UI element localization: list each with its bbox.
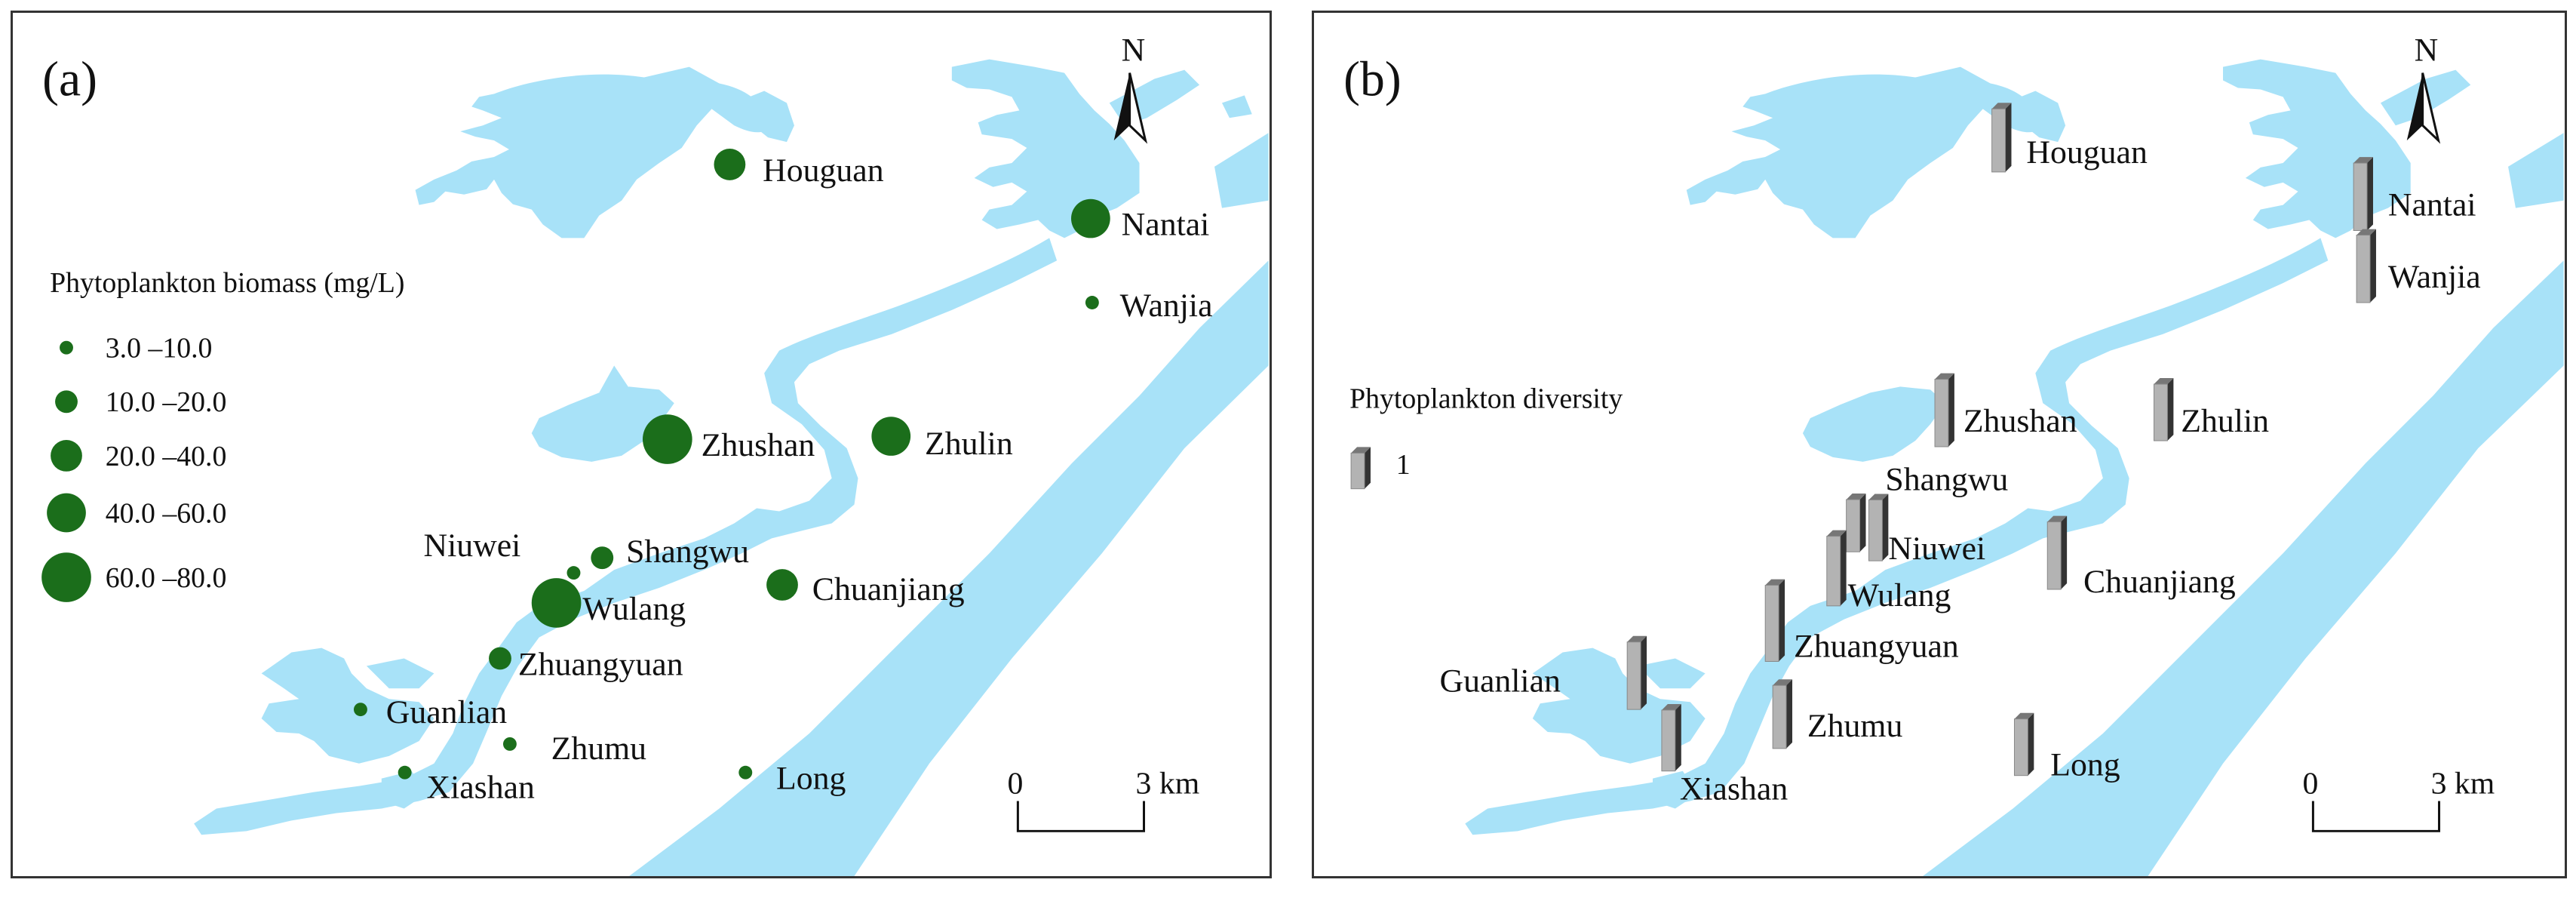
site-label: Long xyxy=(776,761,846,797)
site-bar[interactable] xyxy=(2046,515,2068,590)
site-bar[interactable] xyxy=(2013,712,2034,777)
site-bar[interactable] xyxy=(1626,635,1647,710)
scale-end: 3 km xyxy=(2431,767,2495,801)
site-marker[interactable] xyxy=(566,566,581,580)
site-label: Long xyxy=(2050,747,2120,783)
site-bar[interactable] xyxy=(1934,373,1954,447)
site-label: Houguan xyxy=(763,152,884,189)
scale-end: 3 km xyxy=(1136,767,1200,801)
site-label: Nantai xyxy=(2388,187,2476,223)
legend-unit-value: 1 xyxy=(1396,449,1411,481)
site-label: Xiashan xyxy=(426,770,535,806)
site-marker[interactable] xyxy=(1071,198,1110,238)
site-bar[interactable] xyxy=(1846,494,1866,552)
legend-title: Phytoplankton biomass (mg/L) xyxy=(50,267,404,299)
water-bodies xyxy=(1465,59,2564,876)
scale-bar: 0 3 km xyxy=(2302,767,2495,832)
north-arrow-icon: N xyxy=(2406,32,2441,144)
site-bar[interactable] xyxy=(2356,229,2376,303)
site-marker[interactable] xyxy=(489,647,511,670)
site-marker[interactable] xyxy=(398,765,412,780)
site-label: Zhuangyuan xyxy=(518,646,683,682)
site-marker[interactable] xyxy=(531,578,582,628)
site-label: Chuanjiang xyxy=(812,571,965,607)
north-arrow-icon: N xyxy=(1113,32,1148,144)
site-label: Houguan xyxy=(2026,134,2148,171)
scale-bar: 0 3 km xyxy=(1007,767,1199,832)
site-label: Xiashan xyxy=(1680,771,1788,807)
site-label: Zhumu xyxy=(551,730,647,767)
site-marker[interactable] xyxy=(353,703,367,717)
map-a: (a) N Phytoplankton biomass (mg/L) 3.0 –… xyxy=(41,32,1269,876)
legend-class-label: 40.0 –60.0 xyxy=(106,497,227,529)
legend-class-label: 20.0 –40.0 xyxy=(106,441,227,472)
site-label: Zhuangyuan xyxy=(1794,629,1959,665)
scale-start: 0 xyxy=(1007,767,1023,801)
site-label: Wulang xyxy=(1848,577,1951,614)
legend-class-label: 3.0 –10.0 xyxy=(106,333,213,364)
site-label: Wulang xyxy=(582,591,686,627)
site-label: Zhushan xyxy=(702,427,815,463)
legend-class-label: 10.0 –20.0 xyxy=(106,386,227,418)
scale-start: 0 xyxy=(2302,767,2318,801)
legend-symbol xyxy=(47,493,86,533)
water-bodies xyxy=(194,59,1269,876)
site-marker[interactable] xyxy=(766,569,798,601)
site-label: Nantai xyxy=(1122,206,1210,242)
site-label: Wanjia xyxy=(1120,288,1213,324)
diversity-legend: Phytoplankton diversity 1 xyxy=(1349,383,1623,490)
site-bar[interactable] xyxy=(1991,103,2012,173)
site-label: Chuanjiang xyxy=(2083,564,2236,600)
legend-symbol xyxy=(41,552,91,602)
site-bar[interactable] xyxy=(2154,378,2174,441)
site-label: Zhulin xyxy=(925,426,1013,462)
site-bar[interactable] xyxy=(1661,703,1681,772)
site-label: Zhushan xyxy=(1963,403,2077,439)
site-bar[interactable] xyxy=(2353,157,2373,231)
site-marker[interactable] xyxy=(642,414,692,464)
site-bar[interactable] xyxy=(1772,679,1793,749)
legend-title: Phytoplankton diversity xyxy=(1349,383,1623,414)
site-marker[interactable] xyxy=(1085,296,1099,309)
site-marker[interactable] xyxy=(738,765,753,780)
panel-label: (b) xyxy=(1343,51,1402,106)
site-marker[interactable] xyxy=(714,149,746,180)
biomass-legend: Phytoplankton biomass (mg/L) 3.0 –10.0 10… xyxy=(41,267,404,602)
panel-label: (a) xyxy=(42,51,97,106)
site-label: Niuwei xyxy=(1888,530,1985,567)
site-label: Niuwei xyxy=(424,527,521,564)
map-b: (b) N Phytoplankton diversity 1 HouguanN… xyxy=(1343,32,2564,876)
panel-a-biomass-map: (a) N Phytoplankton biomass (mg/L) 3.0 –… xyxy=(11,11,1272,878)
legend-symbol xyxy=(55,390,78,414)
legend-bar-symbol[interactable] xyxy=(1350,447,1371,490)
site-marker[interactable] xyxy=(591,546,614,570)
site-marker[interactable] xyxy=(871,417,911,456)
site-bar[interactable] xyxy=(1826,530,1847,607)
site-label: Guanlian xyxy=(386,694,508,730)
legend-symbol xyxy=(60,340,73,355)
north-label: N xyxy=(1122,32,1146,69)
site-bar[interactable] xyxy=(1868,494,1889,561)
site-label: Shangwu xyxy=(626,534,749,570)
site-label: Shangwu xyxy=(1885,462,2008,498)
legend-symbol xyxy=(51,440,82,472)
site-label: Zhulin xyxy=(2181,403,2269,439)
site-label: Zhumu xyxy=(1807,708,1903,744)
site-marker[interactable] xyxy=(502,737,517,751)
legend-class-label: 60.0 –80.0 xyxy=(106,562,227,594)
site-label: Guanlian xyxy=(1439,663,1561,699)
north-label: N xyxy=(2415,32,2439,69)
site-bar[interactable] xyxy=(1764,579,1785,662)
site-label: Wanjia xyxy=(2388,259,2481,295)
